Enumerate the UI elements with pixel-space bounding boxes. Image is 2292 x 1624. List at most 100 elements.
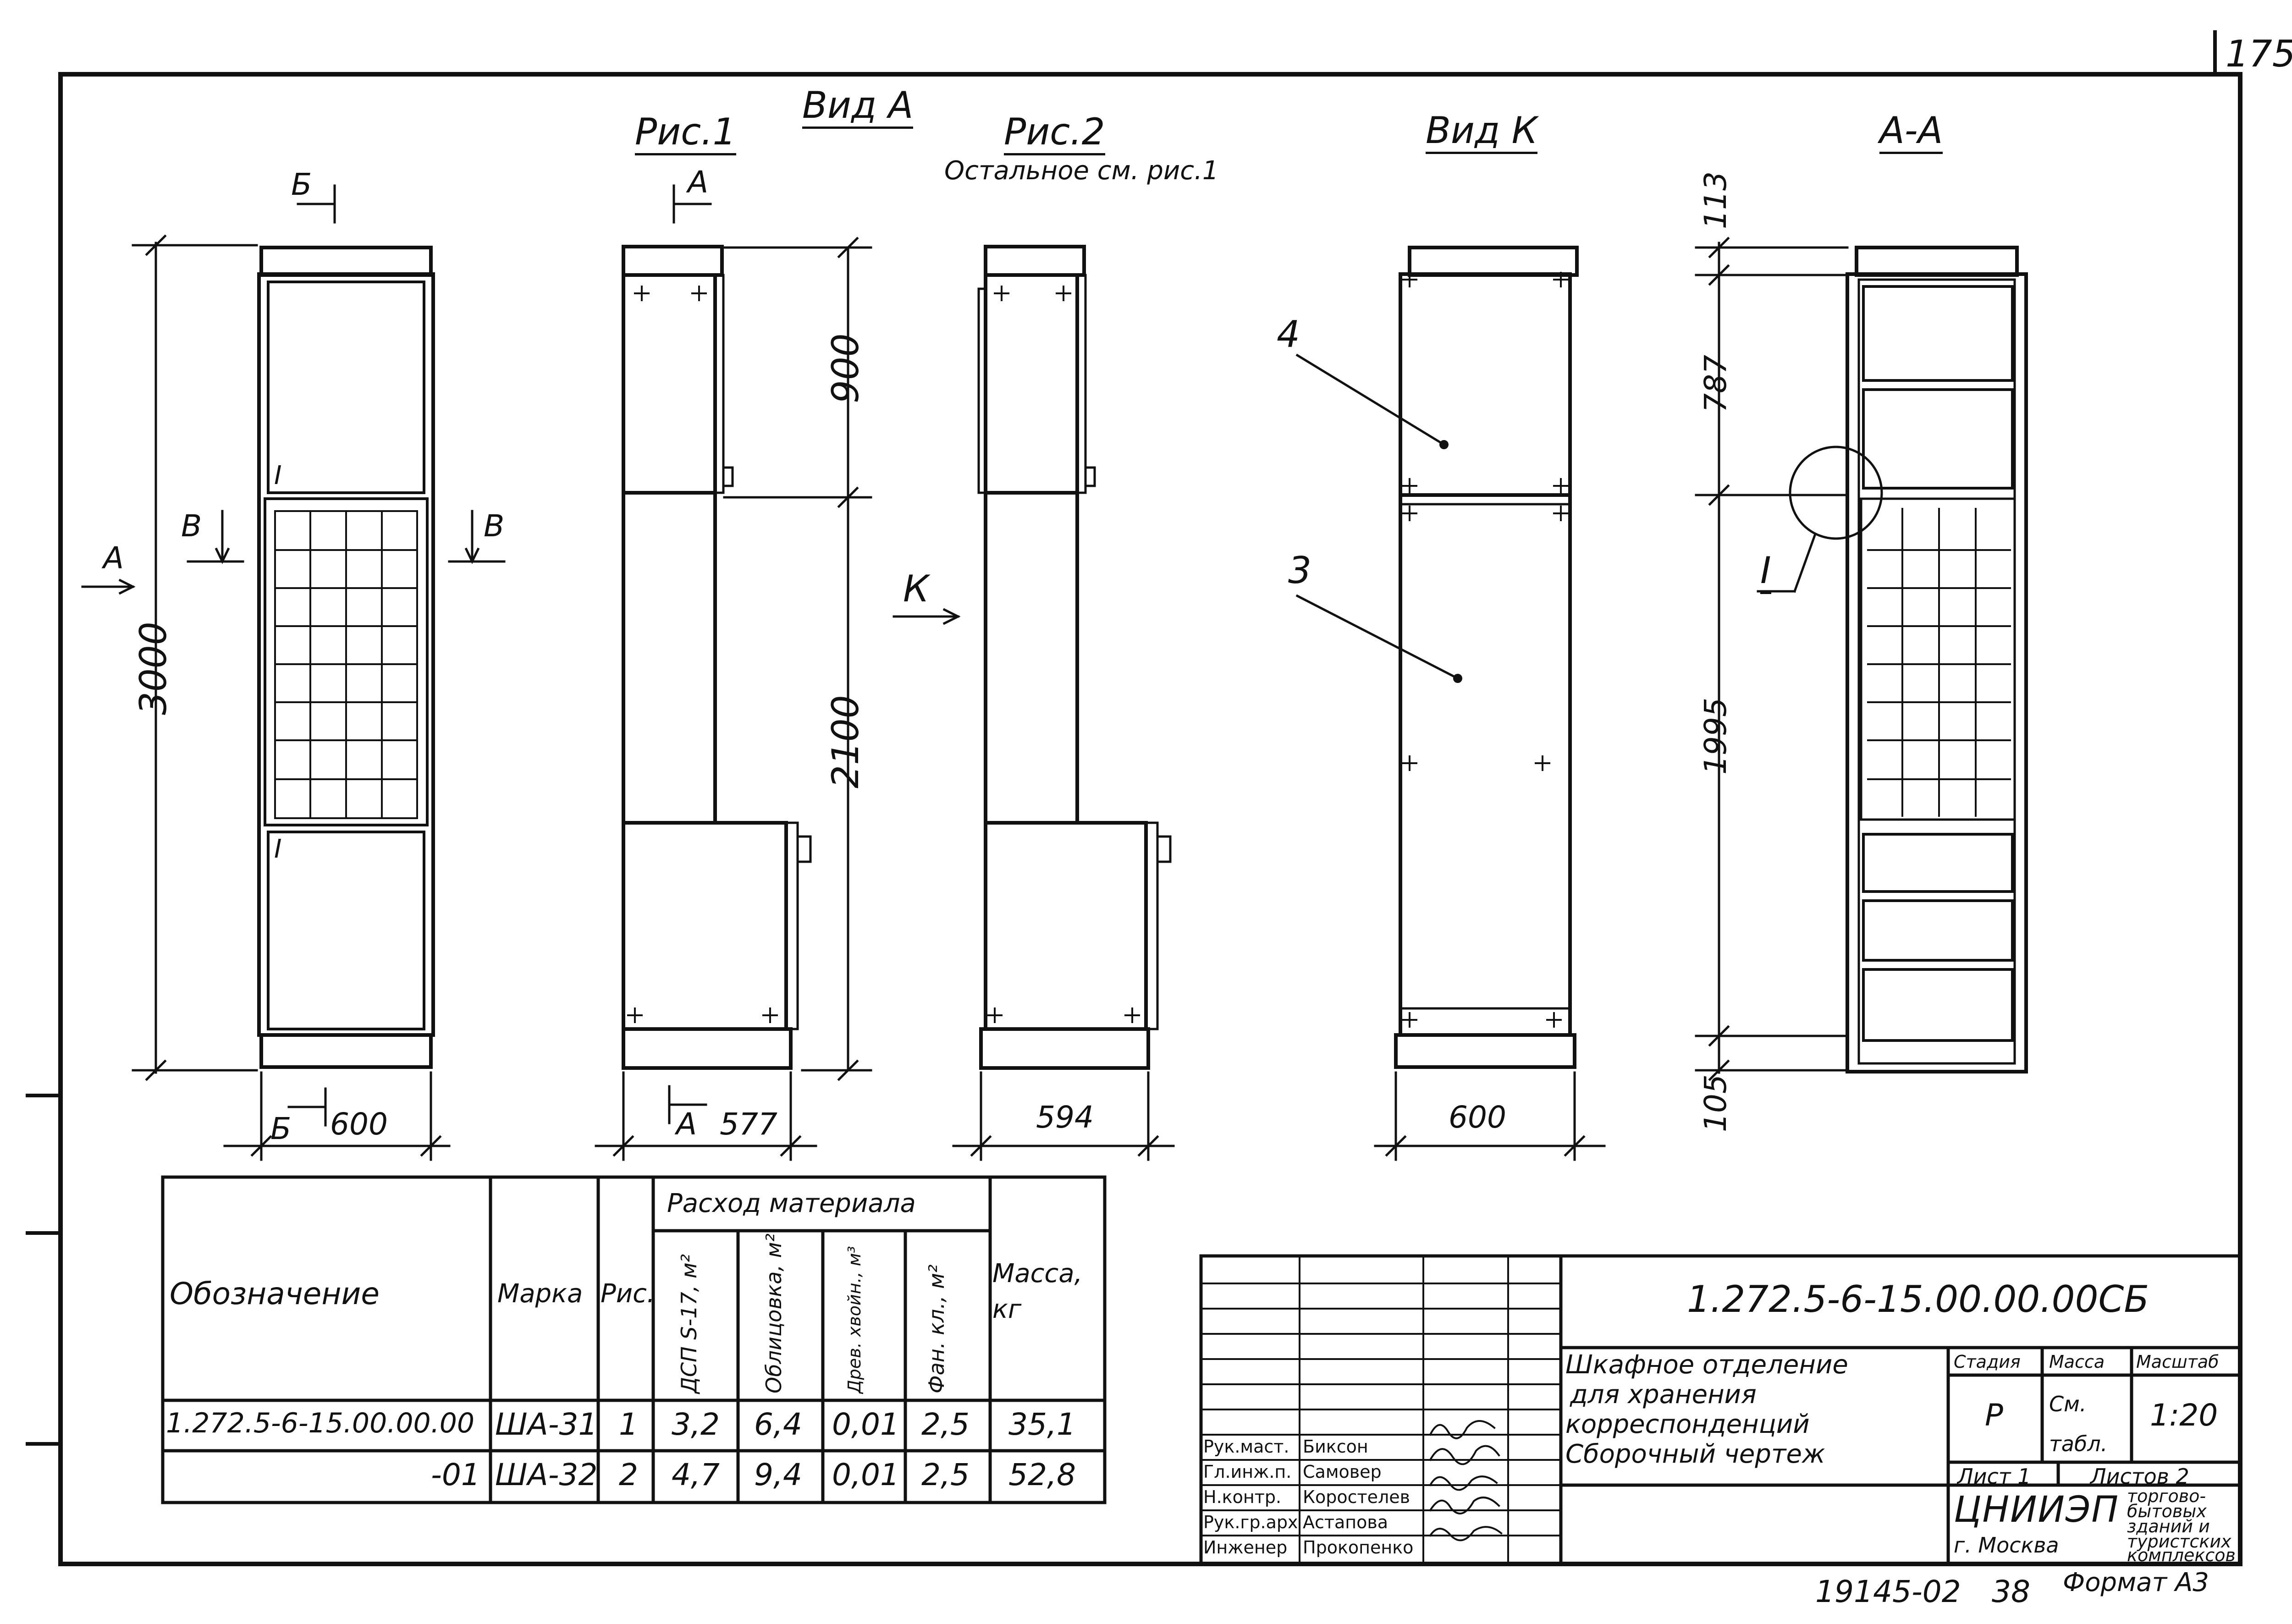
fig1-lower-dim: 2100 (824, 695, 867, 788)
table-header-material-2: Древ. хвойн., м³ (844, 1246, 865, 1393)
table-row-1-value-0: 3,2 (672, 1407, 720, 1442)
format-label: Формат А3 (2063, 1568, 2209, 1597)
table-row-2-mark: ША-32 (495, 1457, 598, 1492)
view-k-title: Вид К (1426, 112, 1538, 154)
title-line-4: Сборочный чертеж (1565, 1439, 1825, 1469)
section-mark-v-left: В (181, 508, 202, 544)
section-aa-title: А-А (1879, 112, 1943, 154)
view-k-drawing (1295, 246, 1579, 1069)
title-line-2: для хранения (1570, 1380, 1757, 1409)
signature-name-4: Астапова (1303, 1512, 1388, 1532)
table-header-designation: Обозначение (170, 1276, 380, 1311)
org-desc-2: бытовых (2127, 1501, 2207, 1521)
view-a-dimensions (81, 184, 506, 1161)
document-code: 1.272.5-6-15.00.00.00СБ (1687, 1278, 2149, 1321)
table-row-2-value-3: 2,5 (921, 1457, 970, 1492)
table-row-2-designation: -01 (431, 1457, 480, 1492)
signature-role-1: Рук.маст. (1203, 1437, 1289, 1457)
fig1-section-letter-bottom: А (676, 1107, 697, 1142)
table-row-1-value-3: 2,5 (921, 1407, 970, 1442)
table-header-material-1: Облицовка, м² (761, 1233, 786, 1393)
title-line-3: корреспонденций (1565, 1409, 1810, 1439)
roman-mark-lower: I (274, 834, 282, 864)
fig2-arrow-letter: К (903, 567, 929, 610)
section-mark-v-right: В (484, 508, 505, 544)
callout-3: 3 (1288, 549, 1311, 592)
stage-value: Р (1985, 1398, 2003, 1433)
scale-value: 1:20 (2150, 1398, 2218, 1433)
fig2-dimensions (893, 608, 1175, 1161)
org-desc-5: комплексов (2127, 1545, 2236, 1565)
section-aa-dimensions (1695, 237, 1849, 1081)
mass-note: См. табл. (2049, 1392, 2108, 1457)
signature-scribbles (1429, 1420, 1503, 1541)
signature-role-2: Гл.инж.п. (1203, 1462, 1292, 1482)
table-row-2-mass: 52,8 (1008, 1457, 1076, 1492)
fig1-upper-dim: 900 (824, 333, 867, 403)
view-k-dimensions (1374, 1071, 1606, 1161)
signature-role-4: Рук.гр.арх (1203, 1512, 1298, 1532)
table-header-mass: Масса, кг (992, 1259, 1083, 1325)
table-row-1-value-1: 6,4 (754, 1407, 802, 1442)
table-header-figure: Рис. (601, 1279, 655, 1309)
mass-header: Масса (2049, 1352, 2105, 1372)
table-header-material-0: ДСП S-17, м² (677, 1254, 701, 1393)
scale-header: Масштаб (2136, 1352, 2219, 1372)
fig1-drawing (622, 245, 812, 1070)
view-k-width-dim: 600 (1449, 1100, 1506, 1135)
fig2-width-dim: 594 (1036, 1100, 1094, 1135)
table-header-material-group: Расход материала (667, 1189, 916, 1218)
page-number: 175 (2226, 33, 2292, 75)
table-row-1-mass: 35,1 (1008, 1407, 1076, 1442)
callout-4: 4 (1277, 313, 1300, 356)
materials-table-grid (161, 1175, 1107, 1504)
view-a-arrow-letter: А (103, 540, 124, 576)
table-header-material-3: Фан. кл., м² (924, 1264, 949, 1393)
inventory-number: 19145-02 (1815, 1574, 1961, 1609)
signature-name-5: Прокопенко (1303, 1537, 1414, 1558)
org-name: ЦНИИЭП (1954, 1489, 2120, 1530)
signature-name-1: Биксон (1303, 1437, 1368, 1457)
view-a-width-dim: 600 (330, 1107, 388, 1142)
table-row-2-value-1: 9,4 (754, 1457, 802, 1492)
roman-mark-upper: I (274, 461, 282, 490)
fig2-subtitle: Остальное см. рис.1 (944, 156, 1219, 186)
section-aa-dim-1995: 1995 (1698, 698, 1733, 775)
table-row-2-figure: 2 (619, 1457, 638, 1492)
fig1-section-letter-top: А (688, 165, 709, 200)
fig2-drawing (977, 245, 1172, 1070)
signature-name-3: Коростелев (1303, 1487, 1410, 1507)
signature-role-5: Инженер (1203, 1537, 1288, 1558)
stage-header: Стадия (1954, 1352, 2021, 1372)
title-block-grid (1199, 1254, 2242, 1566)
table-row-1-figure: 1 (619, 1407, 638, 1442)
table-row-1-mark: ША-31 (495, 1407, 598, 1442)
detail-mark-i: I (1760, 552, 1771, 594)
org-desc-3: зданий и (2127, 1516, 2210, 1536)
fig1-title: Рис.1 (635, 114, 736, 155)
org-desc-4: туристских (2127, 1531, 2231, 1552)
view-a-title: Вид А (802, 87, 914, 129)
table-row-1-designation: 1.272.5-6-15.00.00.00 (166, 1407, 475, 1439)
table-header-mark: Марка (497, 1279, 583, 1309)
sheets-count: Листов 2 (2090, 1464, 2189, 1489)
view-a-grid (274, 510, 418, 819)
table-row-2-value-2: 0,01 (832, 1457, 899, 1492)
title-line-1: Шкафное отделение (1565, 1350, 1848, 1380)
sheet-frame (58, 72, 2242, 1566)
section-aa-dim-113: 113 (1698, 171, 1733, 229)
signature-name-2: Самовер (1303, 1462, 1382, 1482)
copy-number: 38 (1992, 1574, 2030, 1609)
fig1-width-dim: 577 (720, 1107, 777, 1142)
section-aa-dim-787: 787 (1698, 355, 1733, 413)
section-mark-b-bottom: Б (270, 1111, 292, 1146)
section-aa-drawing (1757, 246, 2028, 1073)
org-desc-1: торгово- (2127, 1486, 2206, 1506)
org-city: г. Москва (1954, 1533, 2059, 1558)
sheet-number: Лист 1 (1957, 1464, 2031, 1489)
signature-role-3: Н.контр. (1203, 1487, 1282, 1507)
view-a-height-dim: 3000 (132, 622, 175, 715)
table-row-2-value-0: 4,7 (672, 1457, 720, 1492)
table-row-1-value-2: 0,01 (832, 1407, 899, 1442)
